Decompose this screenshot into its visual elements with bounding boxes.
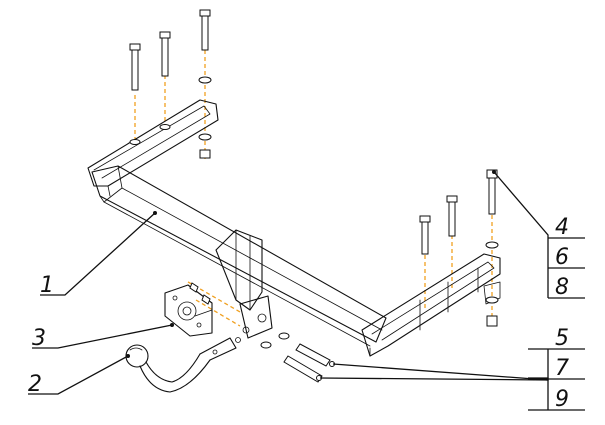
callout-2: 2 xyxy=(28,372,42,397)
bolts-upper-left xyxy=(129,9,212,159)
callout-labels: 1 3 2 4 6 8 5 7 9 xyxy=(28,215,569,412)
tow-ball-neck xyxy=(125,337,237,393)
callout-4: 4 xyxy=(555,215,569,240)
socket-plate xyxy=(164,284,213,337)
fasteners-lower xyxy=(189,282,335,383)
callout-7: 7 xyxy=(555,356,569,381)
callout-6: 6 xyxy=(555,245,569,270)
assembly-axes xyxy=(134,50,493,327)
crossbar-beam xyxy=(87,99,501,357)
callout-5: 5 xyxy=(555,326,569,351)
callout-9: 9 xyxy=(555,387,569,412)
bolts-right xyxy=(419,169,499,327)
callout-8: 8 xyxy=(555,275,569,300)
leader-lines xyxy=(28,170,585,411)
callout-3: 3 xyxy=(32,326,46,351)
callout-1: 1 xyxy=(40,273,54,298)
